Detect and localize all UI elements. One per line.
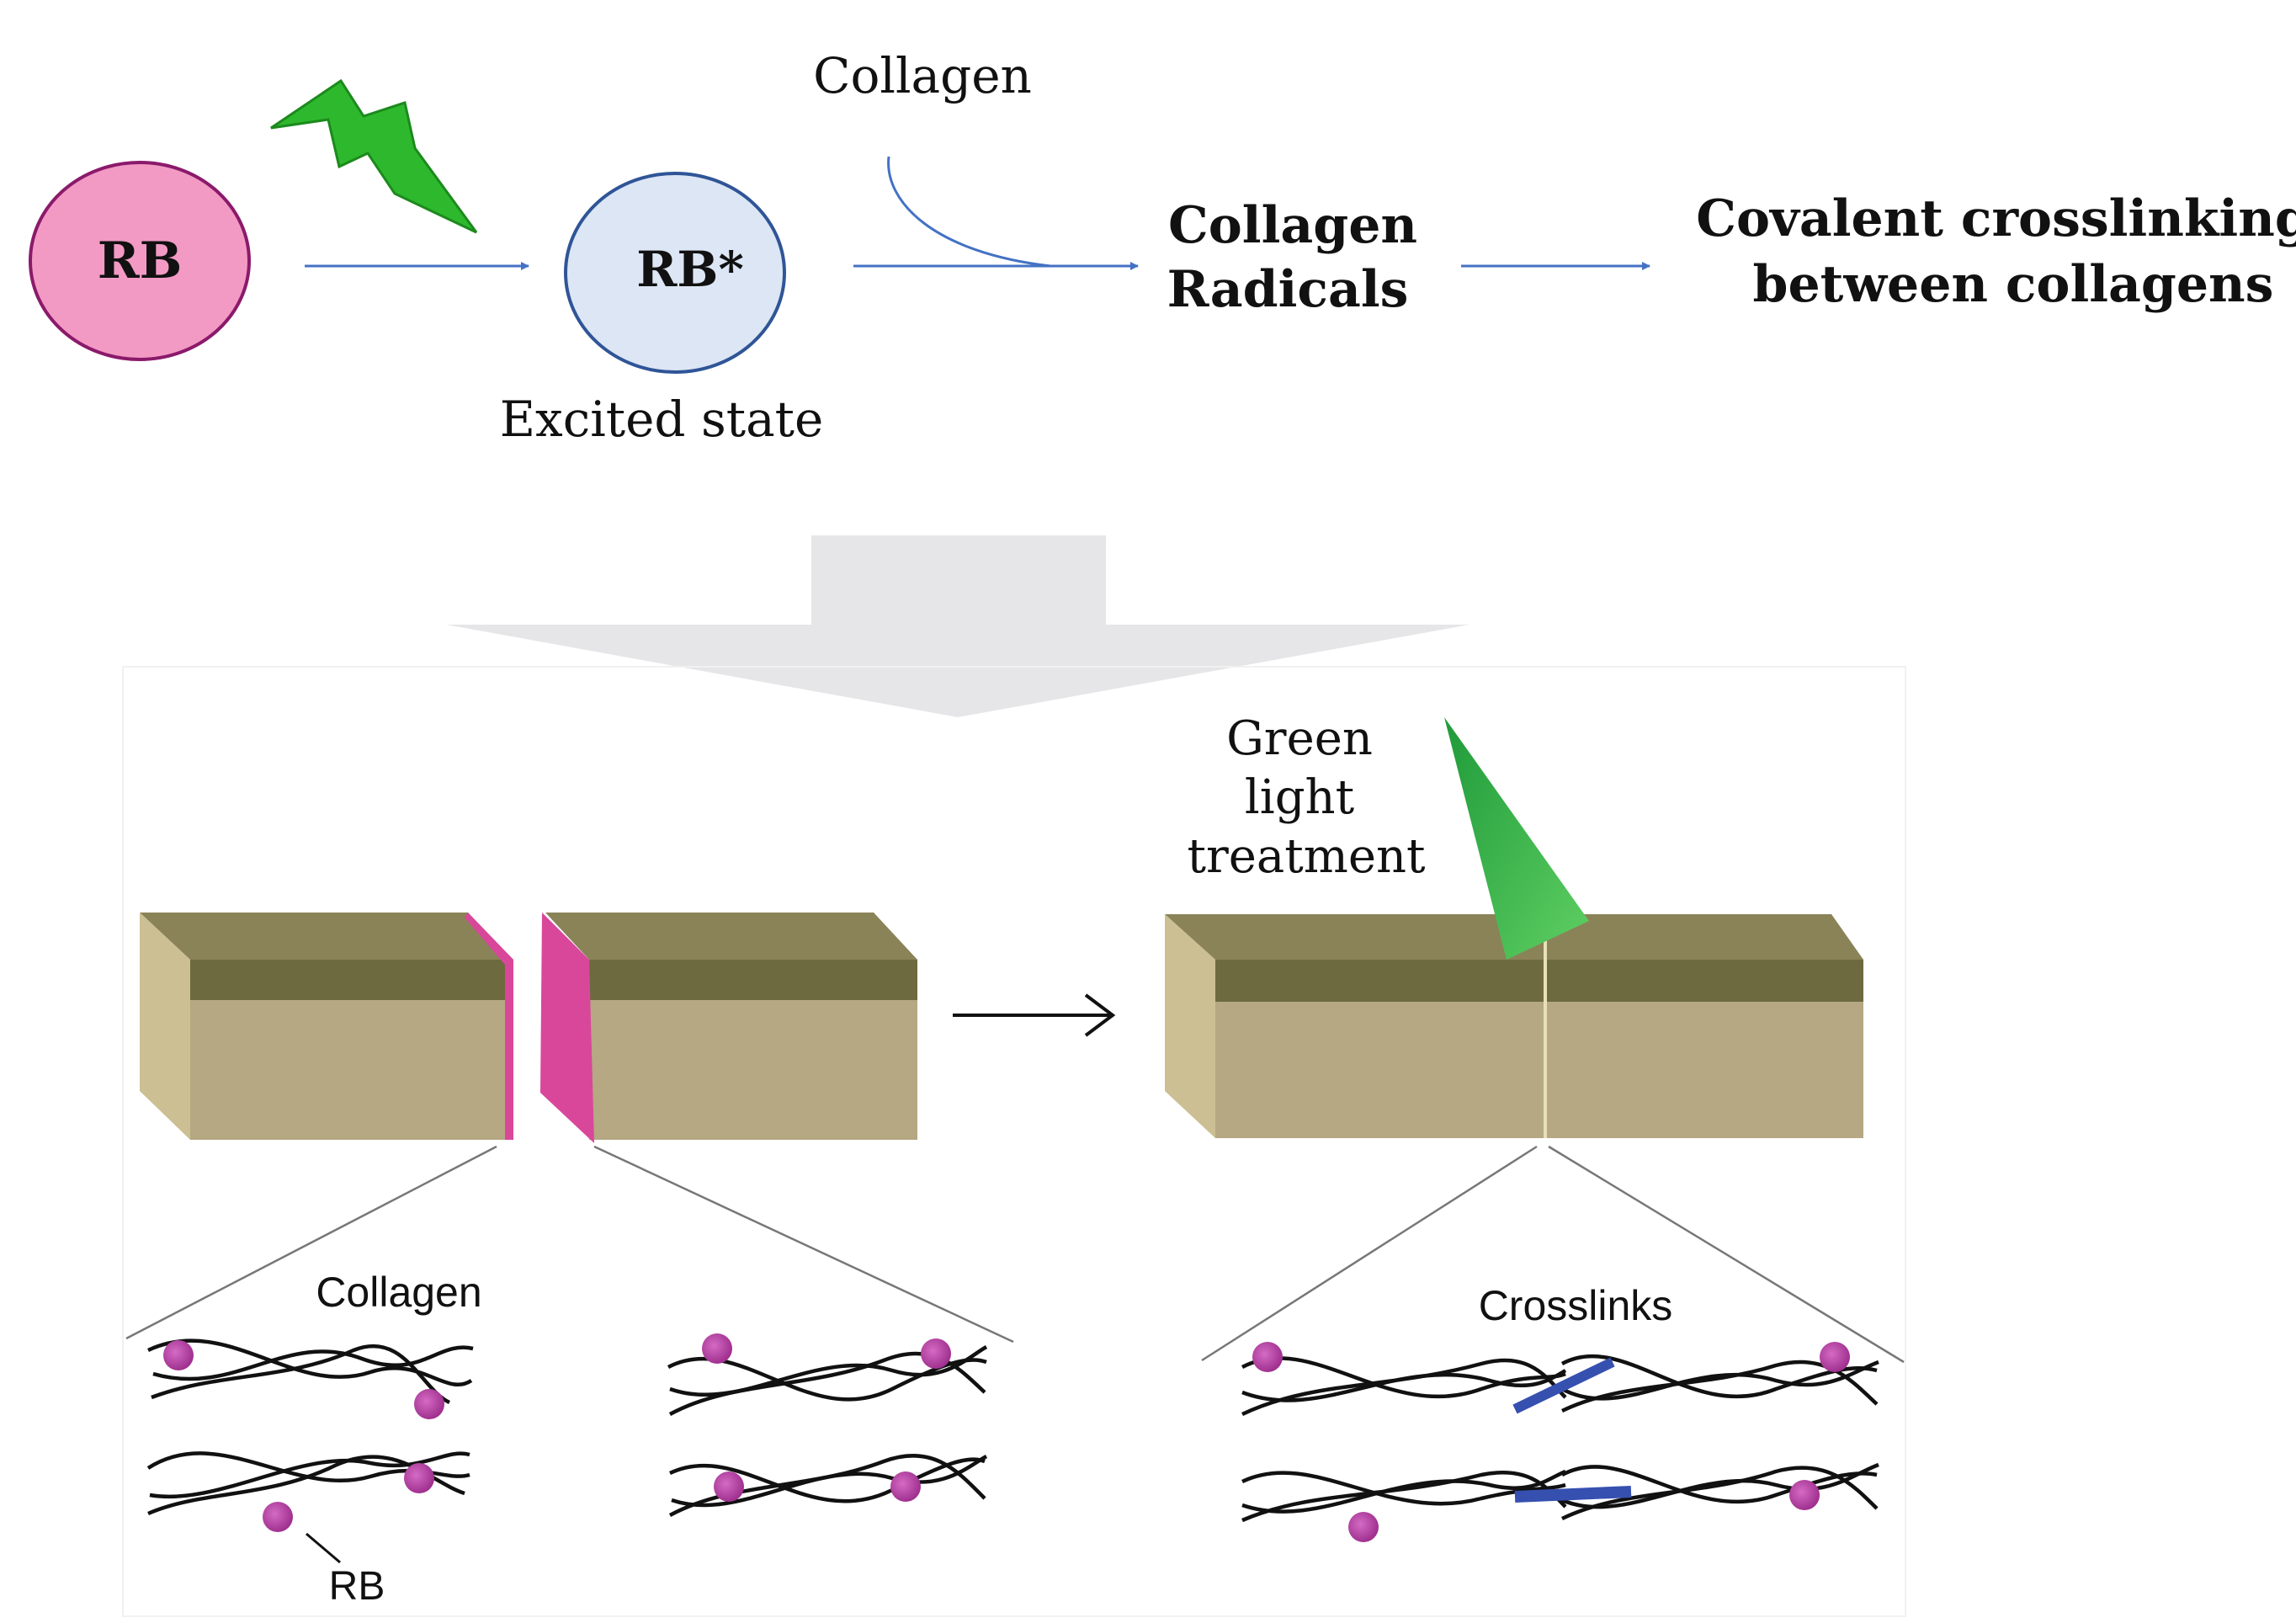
lightning-icon	[270, 78, 478, 234]
rb-dot	[1820, 1342, 1850, 1372]
rb-dye-right-face	[540, 913, 594, 1143]
rb-pointer-label: RB	[329, 1564, 385, 1609]
rb-dot	[1252, 1342, 1283, 1372]
rb-dye-left-face	[465, 913, 513, 1140]
result-line1: Covalent crosslinking	[1696, 189, 2296, 248]
rb-excited-circle	[564, 172, 786, 374]
tissue-left-side	[140, 913, 190, 1140]
big-down-arrow	[446, 535, 1470, 717]
tissue-right-dark-band	[589, 960, 917, 1000]
green-light-beam-icon	[1444, 717, 1589, 960]
light-label-line2: light	[1245, 770, 1355, 825]
rb-dot	[1789, 1480, 1820, 1510]
transition-arrow	[953, 993, 1116, 1037]
rb-pointer-line	[306, 1532, 341, 1564]
tissue-healed-front	[1215, 1002, 1863, 1138]
reaction-scheme: RB RB* Excited state Collagen Collagen R…	[29, 47, 2296, 448]
crosslink-bar	[1514, 1486, 1632, 1503]
tissue-left-top	[140, 913, 513, 960]
illustration-panel	[122, 666, 1906, 1617]
rb-dot	[714, 1471, 744, 1502]
rb-dot	[404, 1463, 434, 1493]
light-label-line3: treatment	[1187, 829, 1426, 884]
light-label-line1: Green	[1226, 711, 1373, 766]
collagen-radicals-line2: Radicals	[1167, 260, 1409, 319]
crosslink-bar	[1512, 1357, 1615, 1414]
fibers-left-a	[147, 1338, 474, 1405]
tissue-healed-dark-band	[1215, 960, 1863, 1002]
crosslinks	[1512, 1357, 1632, 1503]
rb-circle	[29, 161, 251, 361]
tissue-cut-left	[140, 913, 917, 1143]
crosslinks-label: Crosslinks	[1479, 1282, 1673, 1329]
collagen-label: Collagen	[316, 1269, 481, 1316]
rb-dot	[1348, 1512, 1379, 1542]
tissue-right-front	[589, 1000, 917, 1140]
rb-label: RB	[98, 231, 183, 290]
collagen-reagent-label: Collagen	[813, 47, 1032, 104]
collagen-join-curve	[887, 156, 1051, 268]
fibers-right-a	[1241, 1354, 1879, 1417]
tissue-healed	[1165, 914, 1863, 1138]
rb-dot	[263, 1502, 293, 1532]
rb-dot	[921, 1338, 951, 1369]
result-line2: between collagens	[1753, 255, 2274, 314]
rb-dot	[890, 1471, 921, 1502]
rb-dot	[414, 1389, 444, 1419]
collagen-radicals-line1: Collagen	[1168, 196, 1417, 255]
excited-state-label: Excited state	[500, 391, 824, 448]
rb-dot	[163, 1340, 194, 1370]
zoom-lines	[125, 1145, 1905, 1364]
rb-excited-label: RB*	[636, 241, 744, 298]
tissue-healed-side	[1165, 914, 1215, 1138]
tissue-left-front	[190, 1000, 513, 1140]
fibers-right-b	[1241, 1462, 1879, 1523]
tissue-right-top	[545, 913, 917, 960]
rb-dot	[702, 1333, 732, 1364]
rb-dots	[163, 1333, 1850, 1542]
tissue-left-dark-band	[190, 960, 513, 1000]
